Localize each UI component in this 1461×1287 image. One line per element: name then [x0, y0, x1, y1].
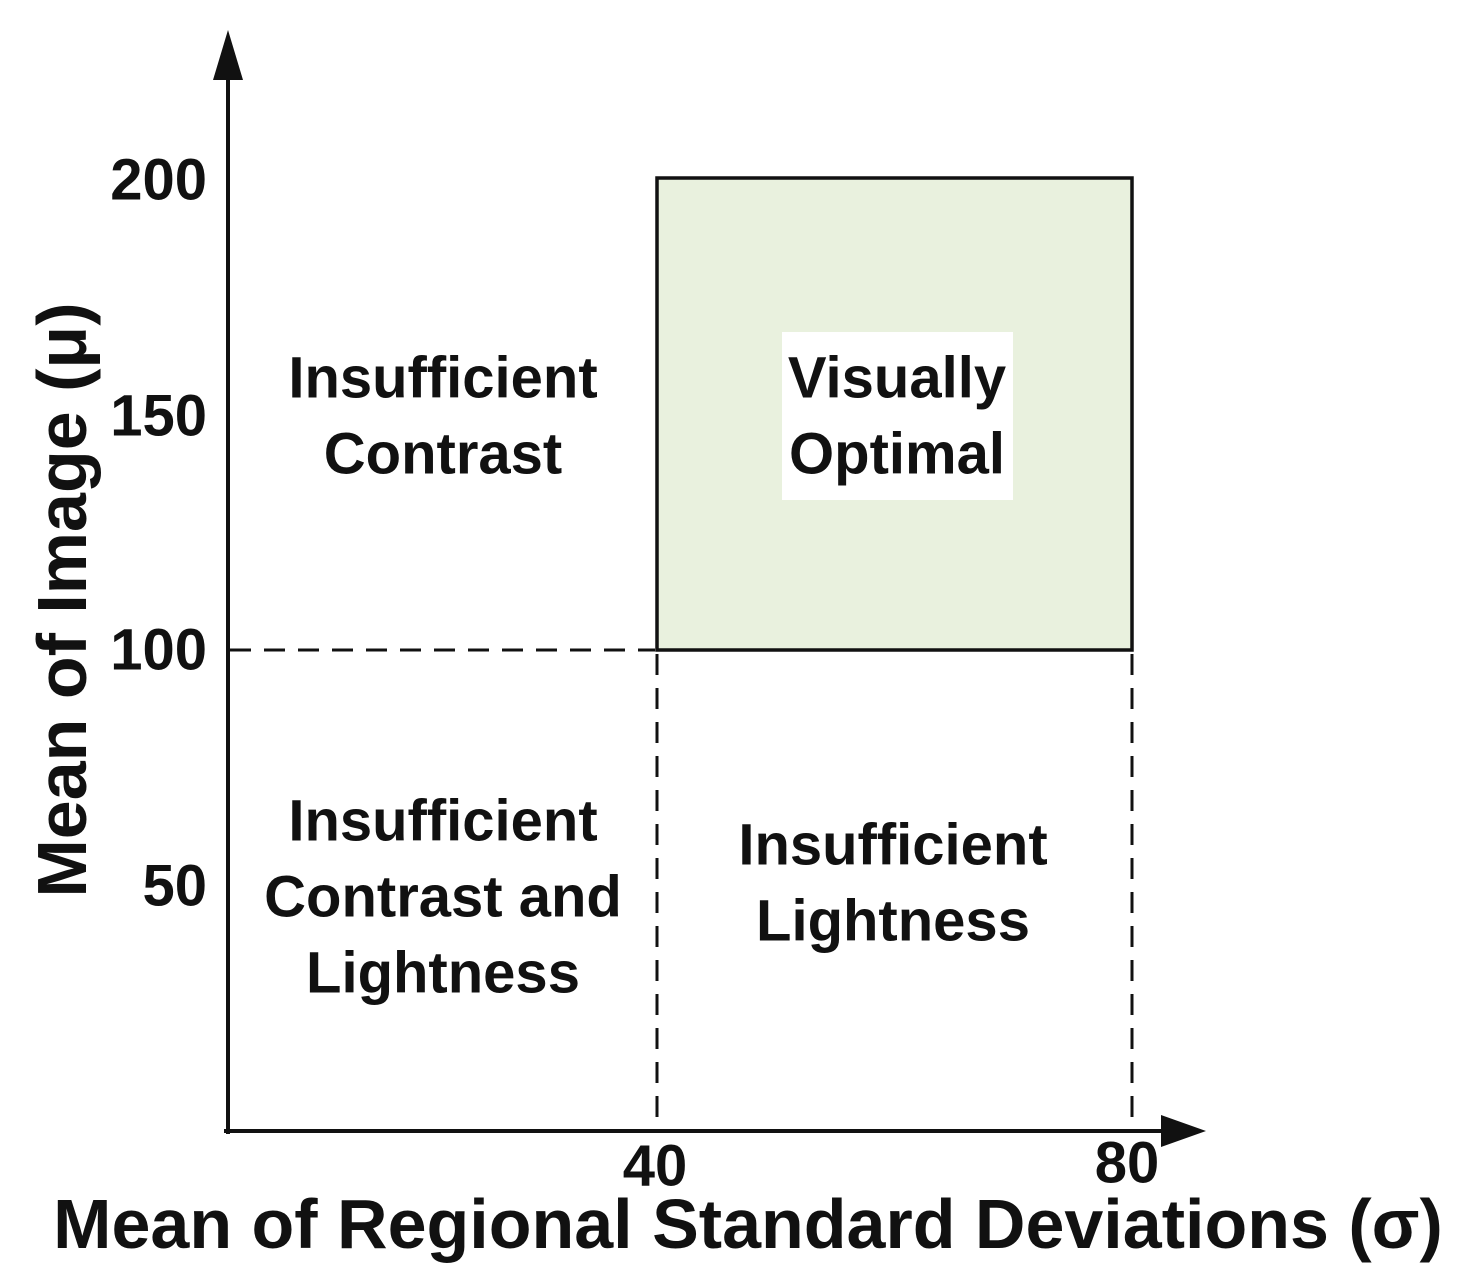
region-label-line: Contrast: [324, 422, 562, 487]
y-tick-200: 200: [110, 148, 207, 213]
y-tick-150: 150: [110, 384, 207, 449]
region-label-line: Optimal: [789, 422, 1005, 487]
region-label-line: Lightness: [756, 889, 1030, 954]
region-label-line: Insufficient: [288, 346, 597, 411]
region-label-insufficient-contrast: Insufficient Contrast: [288, 346, 597, 487]
y-axis-arrowhead-icon: [213, 30, 243, 80]
region-label-line: Lightness: [306, 941, 580, 1006]
region-label-line: Contrast and: [264, 865, 622, 930]
y-tick-50: 50: [142, 854, 207, 919]
region-label-line: Insufficient: [288, 789, 597, 854]
x-axis-title: Mean of Regional Standard Deviations (σ): [53, 1185, 1443, 1263]
x-tick-40: 40: [623, 1134, 688, 1199]
y-tick-100: 100: [110, 618, 207, 683]
region-label-visually-optimal: Visually Optimal: [782, 332, 1013, 500]
y-axis-title: Mean of Image (μ): [23, 302, 101, 897]
x-tick-80: 80: [1095, 1131, 1160, 1196]
region-label-insufficient-contrast-and-lightness: Insufficient Contrast and Lightness: [264, 789, 622, 1006]
optimal-label-background: [782, 332, 1013, 500]
region-label-insufficient-lightness: Insufficient Lightness: [738, 813, 1047, 954]
region-label-line: Insufficient: [738, 813, 1047, 878]
x-axis-arrowhead-icon: [1161, 1115, 1206, 1147]
region-label-line: Visually: [788, 346, 1006, 411]
